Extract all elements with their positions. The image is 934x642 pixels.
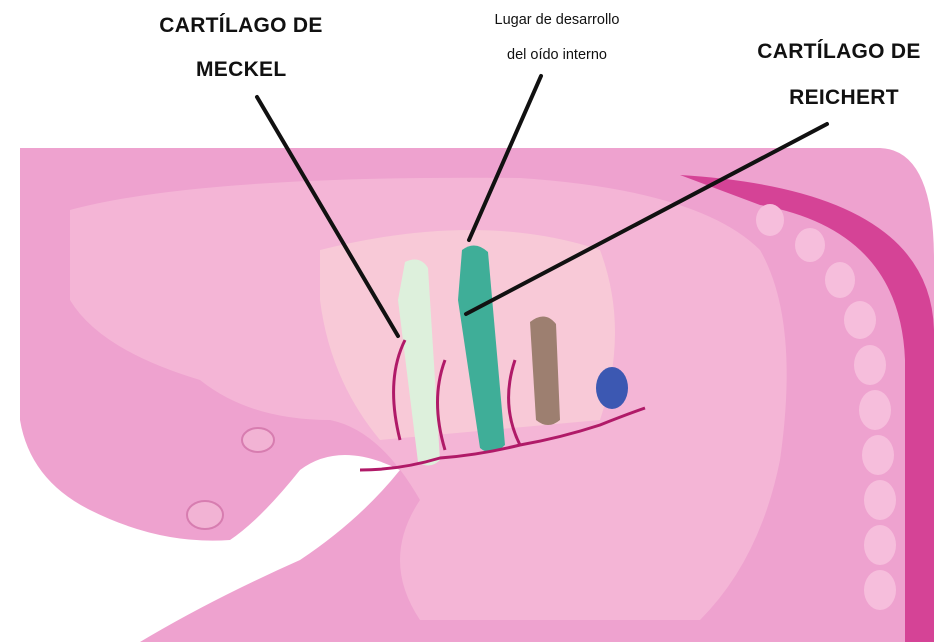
meckel-label-line1: CARTÍLAGO DE — [146, 14, 336, 38]
head-vesicle — [242, 428, 274, 452]
inner-ear-label-line1: Lugar de desarrollo — [462, 12, 652, 28]
nasal-vesicle — [187, 501, 223, 529]
fourth-arch-cartilage — [596, 367, 628, 409]
reichert-label-line1: CARTÍLAGO DE — [744, 40, 934, 64]
meckel-label-line2: MECKEL — [196, 58, 286, 82]
inner-ear-label-line2: del oído interno — [472, 47, 642, 63]
reichert-label-line2: REICHERT — [774, 86, 914, 110]
